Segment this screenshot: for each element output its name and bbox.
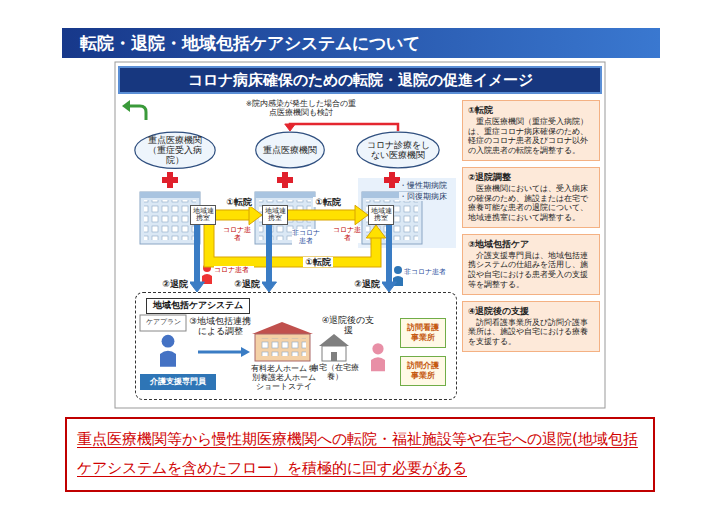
liaison-box: 地域連携室 xyxy=(190,205,216,225)
facility-icon xyxy=(252,322,313,361)
connector xyxy=(216,205,262,225)
node-text: 訪問介護事業所 xyxy=(404,361,442,380)
node-text: ③地域包括ケア xyxy=(468,239,594,251)
arrow-head xyxy=(249,205,262,225)
label: ③地域包括連携による調整 xyxy=(188,316,252,336)
service-box: 訪問看護事業所 xyxy=(400,318,446,348)
connector xyxy=(262,225,277,292)
coordination-arrow xyxy=(198,351,242,354)
label: 非コロナ患者 xyxy=(404,268,452,276)
node-text: 重点医療機関等から慢性期医療機関への転院・福祉施設等や在宅への退院(地域包括ケア… xyxy=(77,425,643,484)
label: ・慢性期病院 xyxy=(399,181,453,190)
label: 非コロナ患者 xyxy=(292,229,320,246)
service-box: 訪問介護事業所 xyxy=(400,356,446,386)
node-body: 医療機関においては、受入病床の確保のため、施設または在宅で療養可能な患者の退院に… xyxy=(468,184,594,223)
connector-line xyxy=(386,225,392,284)
node-text: ②退院調整 xyxy=(468,172,594,184)
connector xyxy=(190,225,205,292)
care-plan-sheet xyxy=(140,315,186,331)
node-text: 地域包括ケアシステム xyxy=(146,298,250,314)
return-arrow-head xyxy=(122,100,130,112)
arrow-head xyxy=(262,282,277,292)
figure-frame xyxy=(115,62,605,408)
return-arrow xyxy=(128,106,146,120)
node-text: 重点医療機関（重症受入病院） xyxy=(144,135,206,166)
node-text: 重点医療機関 xyxy=(263,145,317,155)
note-box: ④退院後の支援訪問看護事業所及び訪問介護事業所は、施設や自宅における療養を支援す… xyxy=(462,301,600,352)
connector xyxy=(285,124,398,131)
note-box: ③地域包括ケア介護支援専門員は、地域包括連携システムの仕組みを活用し、施設や自宅… xyxy=(462,234,600,295)
connector xyxy=(288,205,368,225)
connector-line xyxy=(288,211,357,220)
arrow-head xyxy=(190,282,205,292)
note-box: ②退院調整医療機関においては、受入病床の確保のため、施設または在宅で療養可能な患… xyxy=(462,167,600,228)
ellipse-shape xyxy=(256,132,325,168)
connector-line xyxy=(290,124,398,131)
label: 有料老人ホーム 特別養護老人ホーム ショートステイ xyxy=(248,364,320,391)
label: ※院内感染が発生した場合の重点医療機関も検討 xyxy=(245,99,357,117)
node-text: 地域連携室 xyxy=(192,208,214,223)
ellipse-shape xyxy=(357,132,439,168)
hospital-ellipse: 重点医療機関（重症受入病院） xyxy=(134,131,216,170)
connector-line xyxy=(209,225,376,262)
edge-label: ②退院 xyxy=(232,279,262,290)
liaison-box: 地域連携室 xyxy=(368,205,394,225)
coordination-arrow-head xyxy=(241,347,250,357)
label: ④退院後の支援 xyxy=(318,315,378,335)
note-box: ①転院重点医療機関（重症受入病院）は、重症コロナ病床確保のため、軽症のコロナ患者… xyxy=(462,100,600,161)
care-manager-box: 介護支援専門員 xyxy=(140,374,216,390)
edge-label: ②退院 xyxy=(352,279,382,290)
hospital-ellipse: コロナ診療をしない医療機関 xyxy=(356,131,440,169)
connector-line xyxy=(216,211,251,220)
arrow-head xyxy=(382,282,397,292)
node-text: コロナ病床確保のための転院・退院の促進イメージ xyxy=(188,71,533,89)
care-manager-icon xyxy=(160,335,176,367)
edge-label: ①転院 xyxy=(303,257,333,268)
label: コロナ患者 xyxy=(214,266,254,274)
node-text: ①転院 xyxy=(468,105,594,117)
edge-label: ①転院 xyxy=(224,197,254,208)
connector-line xyxy=(266,225,272,284)
hospital-ellipse: 重点医療機関 xyxy=(255,131,325,169)
label: コロナ患者 xyxy=(223,226,251,243)
arrow-head xyxy=(355,205,368,225)
label: 自宅（在宅療養） xyxy=(310,363,360,381)
label: コロナ患者 xyxy=(333,226,361,243)
conclusion-box: 重点医療機関等から慢性期医療機関への転院・福祉施設等や在宅への退院(地域包括ケア… xyxy=(65,417,655,492)
node-text: コロナ診療をしない医療機関 xyxy=(366,140,430,160)
ellipse-shape xyxy=(135,132,215,168)
header-band: コロナ病床確保のための転院・退院の促進イメージ xyxy=(118,66,602,94)
connector-outline xyxy=(209,225,376,262)
nurse-icon xyxy=(371,343,385,371)
node-text: ④退院後の支援 xyxy=(468,306,594,318)
node-text: 介護支援専門員 xyxy=(150,377,206,387)
connector-outline xyxy=(216,210,251,221)
node-text: 地域連携室 xyxy=(370,208,392,223)
arrow-head xyxy=(366,225,386,238)
node-body: 重点医療機関（重症受入病院）は、重症コロナ病床確保のため、軽症のコロナ患者及びコ… xyxy=(468,117,594,156)
label: ・回復期病床 xyxy=(399,192,453,201)
home-icon xyxy=(319,334,349,361)
connector-line xyxy=(194,225,200,284)
label: ケアプラン xyxy=(142,318,184,326)
node-text: 地域連携室 xyxy=(264,208,286,223)
liaison-box: 地域連携室 xyxy=(262,205,288,225)
node-text: 訪問看護事業所 xyxy=(404,323,442,342)
slide-title: 転院・退院・地域包括ケアシステムについて xyxy=(80,31,640,55)
arrow-head xyxy=(285,124,296,131)
connector xyxy=(209,225,386,262)
title-bar xyxy=(62,28,660,58)
edge-label: ①転院 xyxy=(313,197,343,208)
edge-label: ②退院 xyxy=(160,279,190,290)
connector xyxy=(382,225,397,292)
node-body: 介護支援専門員は、地域包括連携システムの仕組みを活用し、施設や自宅における患者受… xyxy=(468,251,594,290)
connector-outline xyxy=(288,210,357,221)
node-body: 訪問看護事業所及び訪問介護事業所は、施設や自宅における療養を支援する。 xyxy=(468,318,594,347)
